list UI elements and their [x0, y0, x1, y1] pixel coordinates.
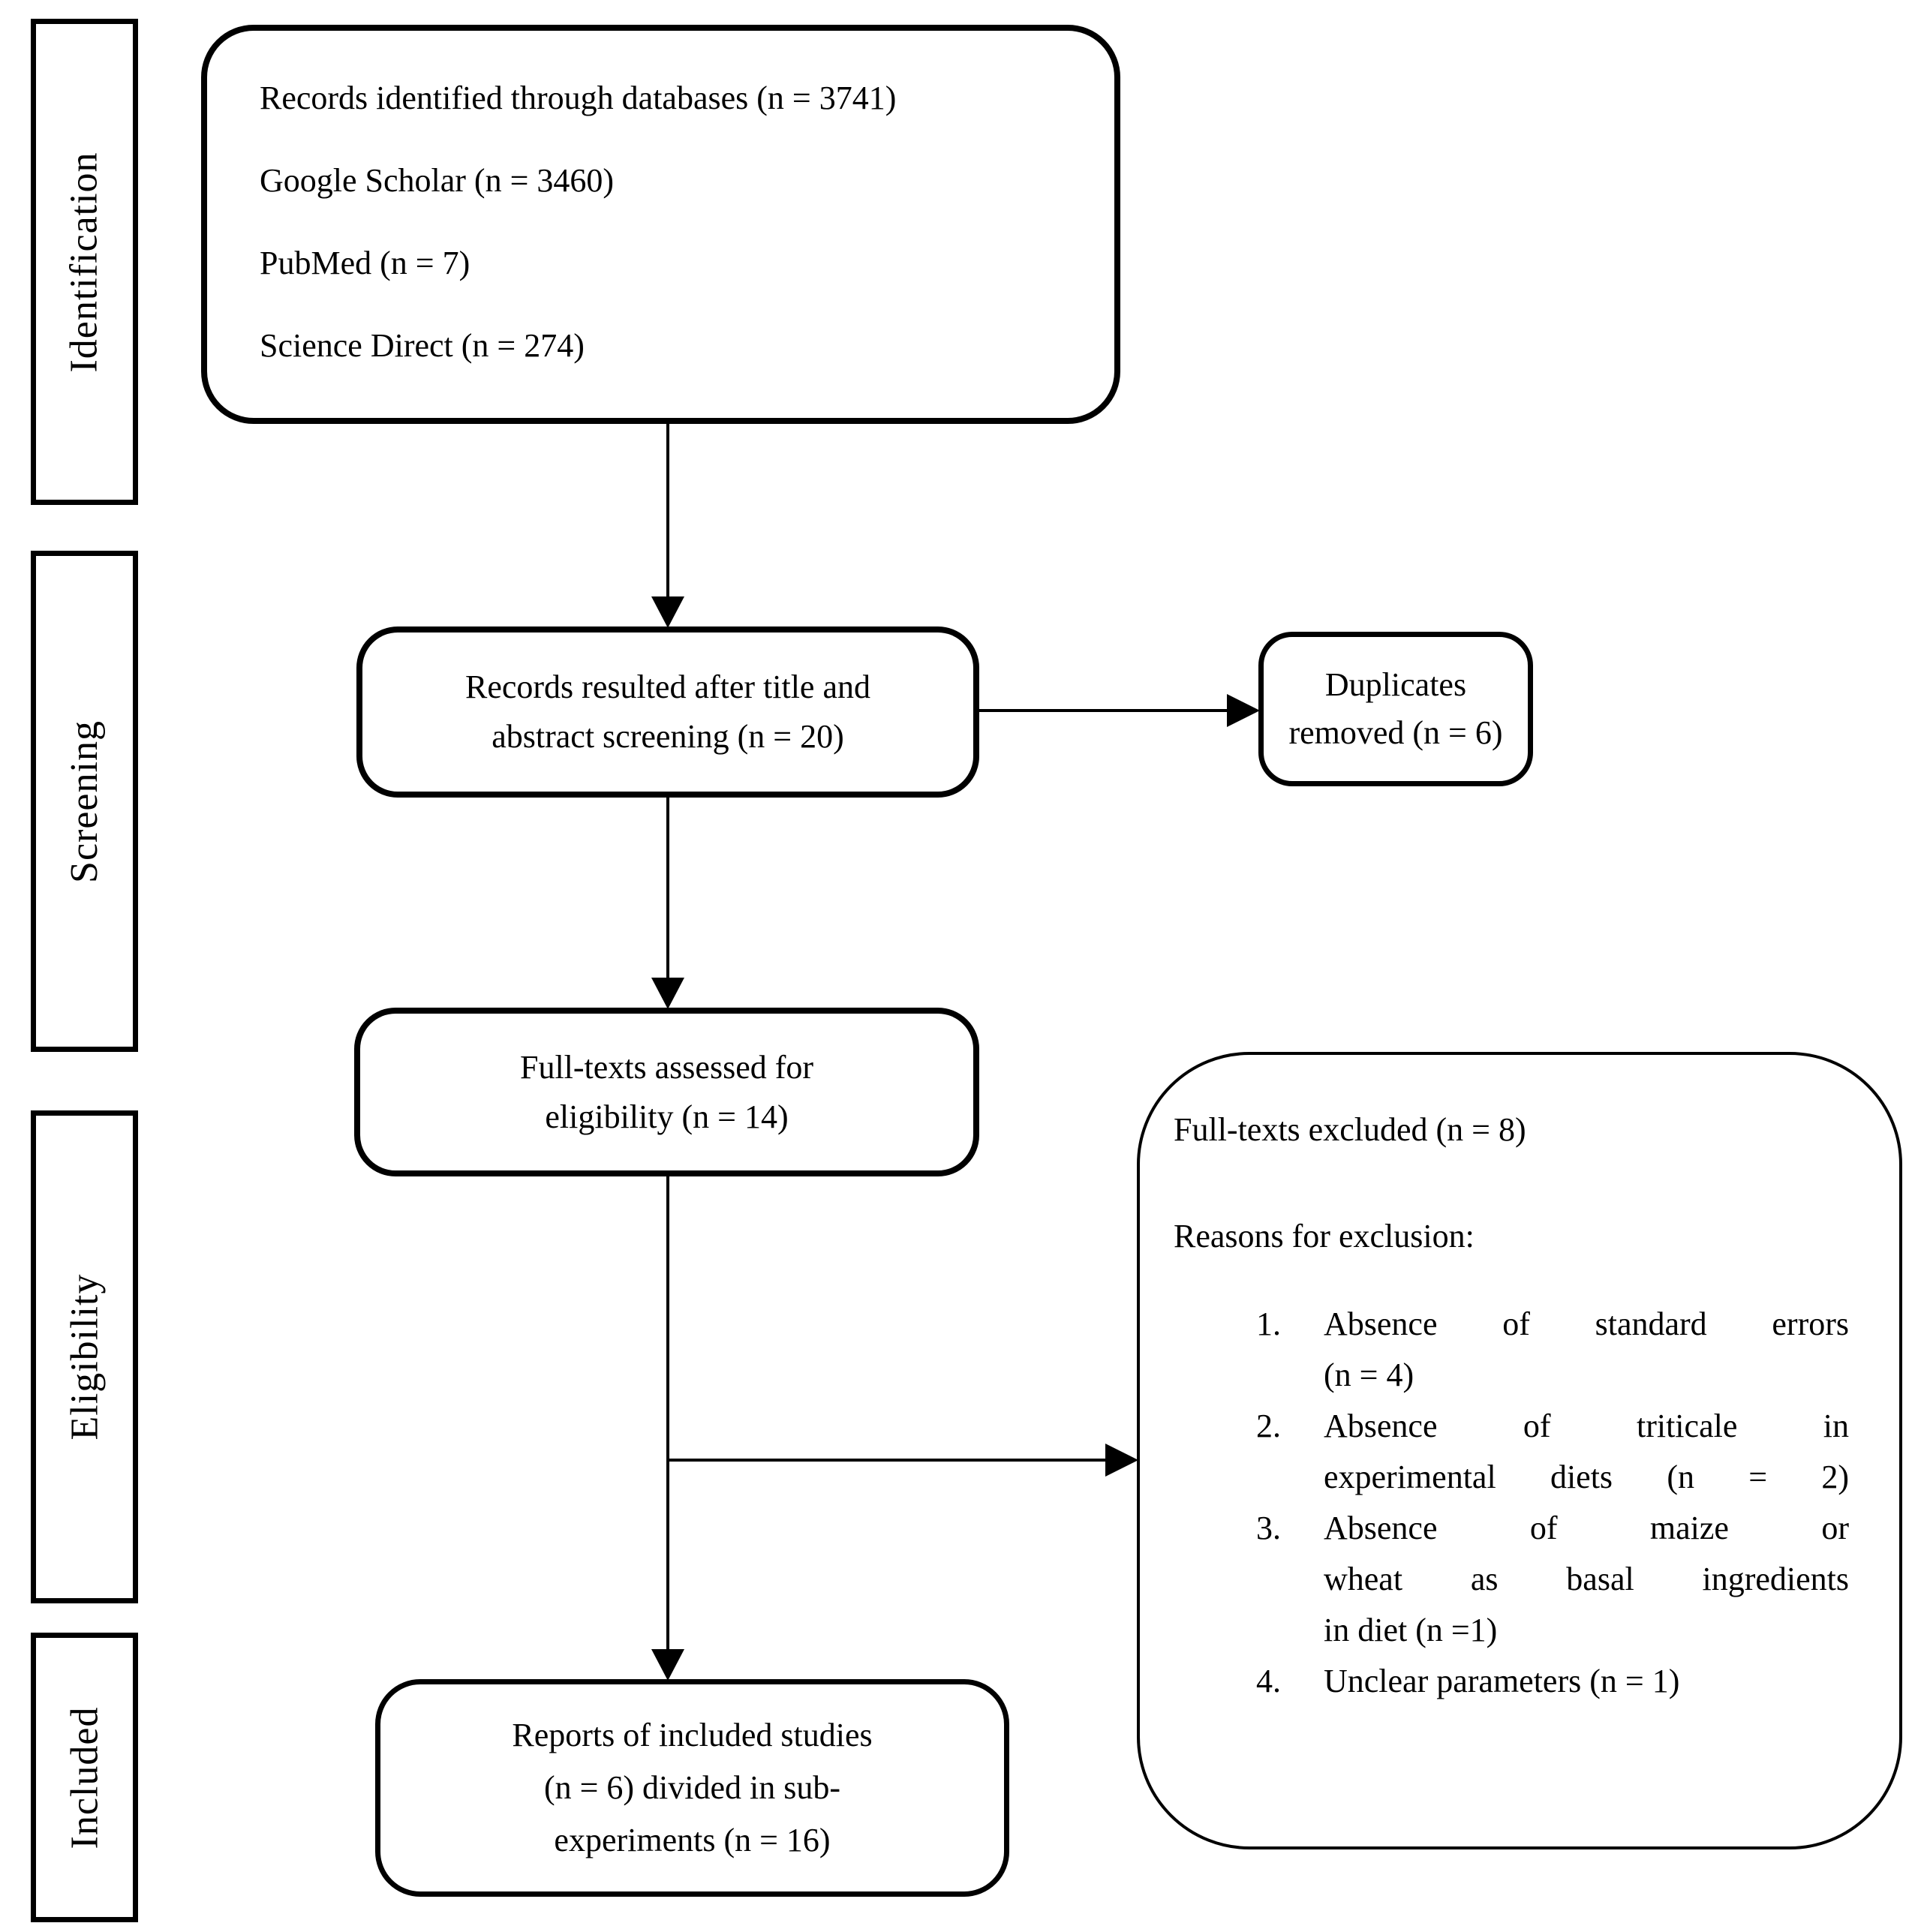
stage-box-included: Included: [31, 1633, 138, 1922]
included-reports-line-2: (n = 6) divided in sub-: [543, 1769, 841, 1806]
stage-label-identification: Identification: [63, 151, 107, 373]
duplicates-removed-line-1: Duplicates: [1324, 666, 1467, 703]
stage-label-eligibility: Eligibility: [63, 1273, 106, 1441]
exclusion-reason-3: 3. Absence of maize or wheat as basal in…: [1256, 1503, 1854, 1656]
exclusion-reasons-heading: Reasons for exclusion:: [1174, 1218, 1475, 1254]
connector-fulltext-to-excluded: [668, 1459, 1107, 1462]
arrow-right-icon: [1105, 1444, 1138, 1477]
included-reports-line-1: Reports of included studies: [512, 1717, 873, 1753]
records-identified-total: Records identified through databases (n …: [260, 80, 897, 116]
arrow-down-icon: [651, 596, 684, 628]
records-identified-box: Records identified through databases (n …: [201, 25, 1120, 424]
connector-identified-to-screened: [666, 424, 669, 602]
stage-box-eligibility: Eligibility: [31, 1110, 138, 1603]
exclusion-reason-1-number: 1.: [1256, 1306, 1281, 1342]
duplicates-removed-line-2: removed (n = 6): [1288, 714, 1503, 751]
records-screened-box: Records resulted after title and abstrac…: [356, 626, 979, 798]
arrow-right-icon: [1227, 694, 1260, 727]
connector-screened-to-duplicates: [979, 709, 1230, 712]
stage-box-identification: Identification: [31, 19, 138, 505]
fulltexts-excluded-box: Full-texts excluded (n = 8) Reasons for …: [1137, 1052, 1902, 1849]
exclusion-reason-2-number: 2.: [1256, 1408, 1281, 1444]
stage-box-screening: Screening: [31, 551, 138, 1052]
exclusion-reason-4-text: Unclear parameters (n = 1): [1324, 1663, 1680, 1699]
exclusion-reason-2: 2. Absence of triticale in experimental …: [1256, 1401, 1854, 1503]
fulltexts-excluded-title: Full-texts excluded (n = 8): [1174, 1111, 1526, 1148]
exclusion-reason-4: 4. Unclear parameters (n = 1): [1256, 1656, 1854, 1707]
duplicates-removed-box: Duplicates removed (n = 6): [1258, 632, 1533, 786]
exclusion-reason-1: 1. Absence of standard errors (n = 4): [1256, 1299, 1854, 1401]
fulltexts-assessed-box: Full-texts assessed for eligibility (n =…: [354, 1008, 979, 1176]
included-reports-box: Reports of included studies (n = 6) divi…: [375, 1679, 1009, 1897]
records-identified-pubmed: PubMed (n = 7): [260, 245, 470, 281]
arrow-down-icon: [651, 1649, 684, 1681]
arrow-down-icon: [651, 978, 684, 1009]
connector-screened-to-fulltext: [666, 798, 669, 981]
connector-fulltext-to-included: [666, 1176, 669, 1652]
included-reports-line-3: experiments (n = 16): [554, 1822, 831, 1858]
exclusion-reason-2-text: Absence of triticale in experimental die…: [1324, 1408, 1849, 1495]
records-identified-google-scholar: Google Scholar (n = 3460): [260, 162, 615, 199]
exclusion-reason-3-number: 3.: [1256, 1510, 1281, 1546]
exclusion-reason-4-number: 4.: [1256, 1663, 1281, 1699]
fulltexts-assessed-line-2: eligibility (n = 14): [545, 1098, 789, 1135]
stage-label-included: Included: [63, 1706, 106, 1849]
exclusion-reason-3-text: Absence of maize or wheat as basal ingre…: [1324, 1510, 1849, 1648]
exclusion-reason-1-text: Absence of standard errors (n = 4): [1324, 1306, 1849, 1393]
records-identified-science-direct: Science Direct (n = 274): [260, 327, 585, 364]
records-screened-line-1: Records resulted after title and: [464, 669, 870, 705]
fulltexts-assessed-line-1: Full-texts assessed for: [519, 1048, 814, 1086]
stage-label-screening: Screening: [63, 720, 106, 883]
records-screened-line-2: abstract screening (n = 20): [492, 718, 844, 755]
